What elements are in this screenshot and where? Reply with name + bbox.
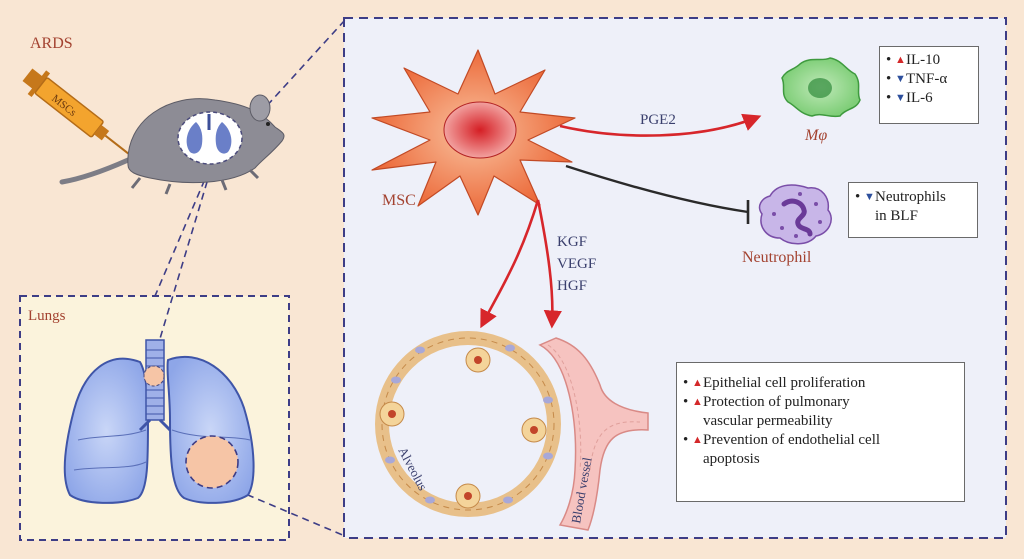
up-arrow-icon: ▲ [895, 54, 906, 66]
msc-cell-icon [371, 49, 576, 216]
macrophage-label: Mφ [804, 127, 827, 144]
up-arrow-icon: ▲ [692, 377, 703, 389]
down-arrow-icon: ▼ [895, 73, 906, 85]
factor-vegf: VEGF [557, 256, 596, 272]
up-arrow-icon: ▲ [692, 434, 703, 446]
blood-vessel-icon [538, 337, 649, 531]
down-arrow-icon: ▼ [864, 191, 875, 203]
macrophage-icon [781, 57, 861, 118]
neutrophil-icon [758, 184, 832, 245]
cytokine-box: •▲IL-10 •▼TNF-α •▼IL-6 [879, 46, 979, 124]
msc-label: MSC [382, 192, 416, 209]
cytokine-il6: •▼IL-6 [886, 90, 933, 106]
cytokine-tnf: •▼TNF-α [886, 71, 948, 87]
pge2-arrow [559, 113, 762, 137]
lungs-icon [63, 339, 255, 504]
pge2-label: PGE2 [640, 112, 676, 128]
kgf-arrow-alveolus [480, 199, 540, 329]
up-arrow-icon: ▲ [692, 396, 703, 408]
kgf-arrow-vessel [536, 199, 562, 329]
zoom-line-bottom [235, 489, 346, 537]
rat-icon [59, 94, 285, 195]
syringe-icon: MSCs [22, 68, 134, 159]
neutrophil-label: Neutrophil [742, 249, 812, 266]
lungs-label: Lungs [28, 308, 66, 324]
effect-proliferation: •▲Epithelial cell proliferation [683, 375, 866, 391]
effects-box: •▲Epithelial cell proliferation •▲Protec… [676, 362, 965, 502]
inhibit-line [565, 164, 749, 214]
cytokine-il10: •▲IL-10 [886, 52, 941, 68]
ards-label: ARDS [30, 35, 73, 52]
factor-kgf: KGF [557, 234, 587, 250]
down-arrow-icon: ▼ [895, 92, 906, 104]
factor-hgf: HGF [557, 278, 587, 294]
alveolus-icon [375, 331, 561, 517]
